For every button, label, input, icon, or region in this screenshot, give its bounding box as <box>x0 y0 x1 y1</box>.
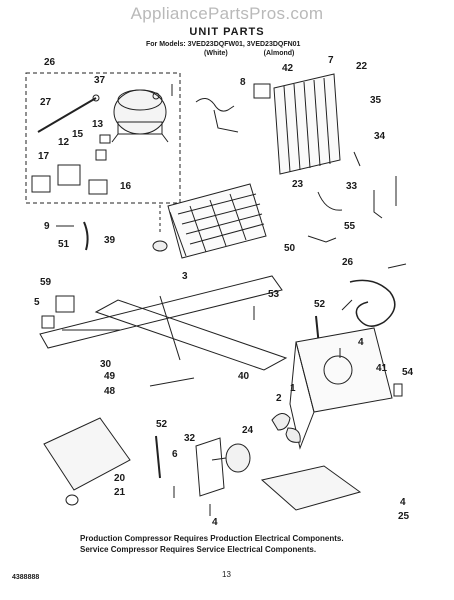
condenser <box>273 73 341 175</box>
fan-shroud <box>289 327 393 450</box>
site-watermark: AppliancePartsPros.com <box>130 4 324 23</box>
callout-26: 26 <box>44 57 56 68</box>
callout-20: 20 <box>114 473 126 484</box>
callout-52b: 52 <box>156 419 168 430</box>
callout-53: 53 <box>268 289 280 300</box>
document-number: 4388888 <box>12 574 40 581</box>
callout-55: 55 <box>344 221 356 232</box>
callout-16: 16 <box>120 181 132 192</box>
fan-bracket <box>253 83 271 99</box>
callout-22: 22 <box>356 61 368 72</box>
callout-6: 6 <box>172 449 178 460</box>
callout-4a: 4 <box>358 337 364 348</box>
callout-3: 3 <box>182 271 188 282</box>
model-list: For Models: 3VED23DQFW01, 3VED23DQFN01 (… <box>146 41 301 57</box>
callout-8: 8 <box>240 77 246 88</box>
callout-39: 39 <box>104 235 116 246</box>
callout-52a: 52 <box>314 299 326 310</box>
callout-34: 34 <box>374 131 386 142</box>
callout-41: 41 <box>376 363 388 374</box>
callout-35: 35 <box>370 95 382 106</box>
callout-54: 54 <box>402 367 414 378</box>
callout-40: 40 <box>238 371 250 382</box>
model-b-color: (Almond) <box>263 50 295 57</box>
models-prefix: For Models: <box>146 41 186 48</box>
callout-7: 7 <box>328 55 334 66</box>
base-frame <box>39 275 288 371</box>
callout-42: 42 <box>282 63 294 74</box>
callout-51: 51 <box>58 239 70 250</box>
callout-24: 24 <box>242 425 254 436</box>
callout-9: 9 <box>44 221 50 232</box>
page-title: UNIT PARTS <box>189 26 265 38</box>
electrical-notes: Production Compressor Requires Productio… <box>80 533 344 555</box>
callout-17: 17 <box>38 151 50 162</box>
compressor <box>111 89 169 143</box>
model-a: 3VED23DQFW01 <box>187 41 243 48</box>
callout-37: 37 <box>94 75 106 86</box>
note-service: Service Compressor Requires Service Elec… <box>80 545 317 554</box>
callout-26b: 26 <box>342 257 354 268</box>
callout-4c: 4 <box>400 497 406 508</box>
callout-13: 13 <box>92 119 104 130</box>
callout-1: 1 <box>290 383 296 394</box>
model-b: 3VED23DQFN01 <box>246 41 301 48</box>
callout-59: 59 <box>40 277 52 288</box>
callout-15: 15 <box>72 129 84 140</box>
evaporator <box>167 183 267 259</box>
note-production: Production Compressor Requires Productio… <box>80 534 344 543</box>
callout-48: 48 <box>104 386 116 397</box>
callout-23: 23 <box>292 179 304 190</box>
cover-plate <box>43 417 131 491</box>
compressor-group-box <box>25 72 181 204</box>
callout-49: 49 <box>104 371 116 382</box>
callout-12: 12 <box>58 137 70 148</box>
callout-27: 27 <box>40 97 52 108</box>
callout-4b: 4 <box>212 517 218 528</box>
callout-30: 30 <box>100 359 112 370</box>
relay-overload-parts <box>31 94 111 195</box>
callout-21: 21 <box>114 487 126 498</box>
callout-32: 32 <box>184 433 196 444</box>
fan-motor <box>211 443 251 473</box>
drain-pan <box>260 465 362 511</box>
callout-25: 25 <box>398 511 410 522</box>
callout-5: 5 <box>34 297 40 308</box>
page-number: 13 <box>222 570 231 579</box>
callout-50: 50 <box>284 243 296 254</box>
callout-2: 2 <box>276 393 282 404</box>
model-a-color: (White) <box>204 50 228 57</box>
callout-33: 33 <box>346 181 358 192</box>
